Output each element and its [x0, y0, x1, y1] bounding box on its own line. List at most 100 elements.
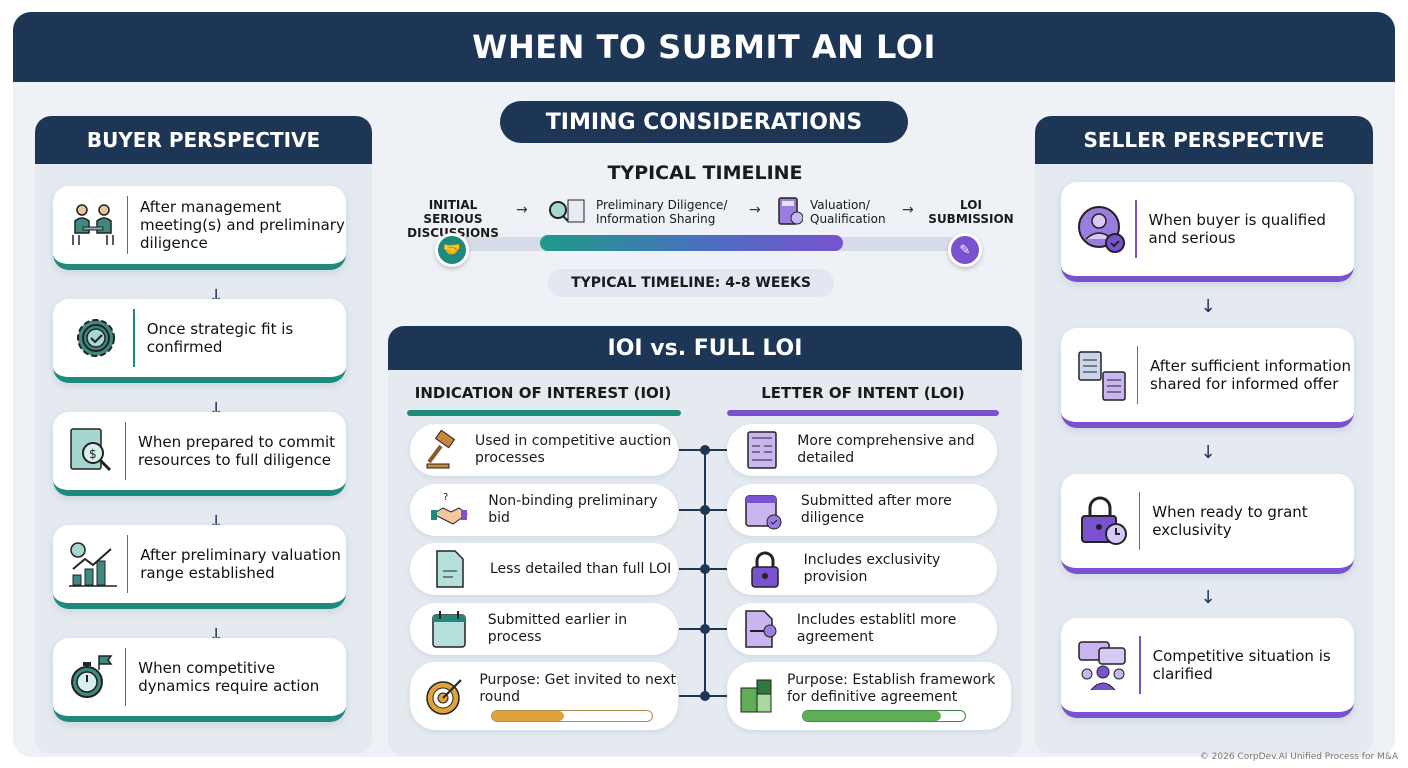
- seller-item-text: When buyer is qualified and serious: [1148, 211, 1326, 247]
- ioi-item-text: Non-binding preliminary bid: [488, 493, 658, 526]
- buyer-card: $ When prepared to commit resources to f…: [53, 412, 346, 496]
- divider: [125, 422, 127, 480]
- connector-dot: [700, 445, 710, 455]
- loi-row: Submitted after more diligence: [727, 484, 997, 536]
- timeline-duration: TYPICAL TIMELINE: 4-8 WEEKS: [548, 269, 834, 297]
- page-title: WHEN TO SUBMIT AN LOI: [472, 28, 936, 66]
- title-bar: WHEN TO SUBMIT AN LOI: [13, 12, 1395, 82]
- buyer-item-text: When competitive dynamics require action: [138, 659, 320, 695]
- right-arrow-icon: →: [516, 202, 528, 218]
- buyer-item-text: When prepared to commit resources to ful…: [138, 433, 336, 469]
- buyer-card: After management meeting(s) and prelimin…: [53, 186, 346, 270]
- loi-item-text: Purpose: Establish framework for definit…: [787, 672, 996, 705]
- puzzle-icon: [737, 676, 777, 716]
- loi-row: Includes exclusivity provision: [727, 543, 997, 595]
- lock-icon: [737, 549, 794, 589]
- loi-item-text: Includes establitl more agreement: [796, 612, 957, 645]
- growth-chart-icon: [67, 534, 119, 594]
- down-arrow-icon: ↓: [1200, 587, 1216, 608]
- seller-item-text: Competitive situation is clarified: [1152, 647, 1331, 683]
- document-exchange-icon: [1075, 345, 1129, 405]
- connector-dot: [700, 564, 710, 574]
- ioi-heading: INDICATION OF INTEREST (IOI): [414, 384, 672, 402]
- copyright: © 2026 CorpDev.AI Unified Process for M&…: [1199, 752, 1398, 762]
- right-arrow-icon: →: [749, 202, 761, 218]
- ioi-item-text: Submitted earlier in process: [487, 612, 628, 645]
- search-documents-icon: [548, 198, 588, 230]
- meeting-icon: [67, 195, 119, 255]
- seller-card: When ready to grant exclusivity: [1061, 474, 1354, 574]
- seller-card: When buyer is qualified and serious: [1061, 182, 1354, 282]
- loi-item-text: More comprehensive and detailed: [797, 433, 975, 466]
- buyer-item-text: After preliminary valuation range establ…: [140, 546, 341, 582]
- seller-card: Competitive situation is clarified: [1061, 618, 1354, 718]
- loi-row: More comprehensive and detailed: [727, 424, 997, 476]
- loi-progress-bar: [802, 710, 966, 722]
- buyer-card: After preliminary valuation range establ…: [53, 525, 346, 609]
- timeline-title: TYPICAL TIMELINE: [607, 162, 803, 184]
- divider: [1138, 492, 1141, 550]
- ioi-item-text: Less detailed than full LOI: [490, 560, 672, 577]
- gear-check-icon: [67, 308, 125, 368]
- loi-heading: LETTER OF INTENT (LOI): [761, 384, 965, 402]
- buyer-heading: BUYER PERSPECTIVE: [35, 116, 372, 164]
- right-arrow-icon: →: [902, 202, 914, 218]
- timing-heading: TIMING CONSIDERATIONS: [500, 101, 908, 143]
- handshake-question-icon: ?: [420, 490, 478, 530]
- gavel-icon: [420, 430, 465, 470]
- calculator-icon: [777, 196, 804, 230]
- timeline-step: Preliminary Diligence/ Information Shari…: [596, 198, 728, 226]
- ioi-underline: [407, 410, 681, 416]
- ioi-row: Less detailed than full LOI: [410, 543, 678, 595]
- connector-dot: [700, 691, 710, 701]
- divider: [127, 535, 129, 593]
- signed-document-icon: ✎: [948, 233, 982, 267]
- loi-row: Includes establitl more agreement: [727, 603, 997, 655]
- document-key-icon: [737, 609, 787, 649]
- stopwatch-flag-icon: [67, 647, 117, 707]
- group-chat-icon: [1075, 635, 1131, 695]
- timeline-progress: [540, 235, 843, 251]
- user-check-icon: [1075, 199, 1127, 259]
- divider: [125, 648, 127, 706]
- ioi-row: Used in competitive auction processes: [410, 424, 678, 476]
- loi-item-text: Includes exclusivity provision: [803, 552, 941, 585]
- calendar-check-icon: [737, 490, 791, 530]
- target-icon: [420, 676, 469, 716]
- svg-text:?: ?: [443, 492, 448, 503]
- document-search-dollar-icon: $: [67, 421, 117, 481]
- divider: [1135, 200, 1137, 258]
- buyer-card: Once strategic fit is confirmed: [53, 299, 346, 383]
- ioi-row: Submitted earlier in process: [410, 603, 678, 655]
- handshake-icon: 🤝: [435, 233, 469, 267]
- ioi-item-text: Used in competitive auction processes: [475, 433, 672, 466]
- ioi-row: ? Non-binding preliminary bid: [410, 484, 678, 536]
- loi-item-text: Submitted after more diligence: [800, 493, 952, 526]
- document-icon: [420, 549, 480, 589]
- buyer-item-text: After management meeting(s) and prelimin…: [139, 198, 345, 252]
- loi-progress-fill: [803, 711, 941, 721]
- infographic: WHEN TO SUBMIT AN LOI BUYER PERSPECTIVE …: [13, 12, 1395, 757]
- timeline-step: Valuation/ Qualification: [810, 198, 886, 226]
- connector-dot: [700, 505, 710, 515]
- lock-clock-icon: [1075, 491, 1131, 551]
- seller-heading: SELLER PERSPECTIVE: [1035, 116, 1373, 164]
- buyer-item-text: Once strategic fit is confirmed: [146, 320, 294, 356]
- comparison-heading: IOI vs. FULL LOI: [388, 326, 1022, 370]
- loi-underline: [727, 410, 999, 416]
- calendar-icon: [420, 609, 478, 649]
- detailed-document-icon: [737, 430, 787, 470]
- ioi-progress-fill: [492, 711, 564, 721]
- ioi-item-text: Purpose: Get invited to next round: [479, 672, 676, 705]
- down-arrow-icon: ↓: [1200, 442, 1216, 463]
- seller-item-text: After sufficient information shared for …: [1150, 357, 1352, 393]
- divider: [127, 196, 128, 254]
- divider: [1137, 346, 1139, 404]
- seller-item-text: When ready to grant exclusivity: [1152, 503, 1308, 539]
- svg-text:$: $: [89, 447, 97, 461]
- buyer-card: When competitive dynamics require action: [53, 638, 346, 722]
- connector-dot: [700, 624, 710, 634]
- seller-card: After sufficient information shared for …: [1061, 328, 1354, 428]
- divider: [1139, 636, 1141, 694]
- down-arrow-icon: ↓: [1200, 296, 1216, 317]
